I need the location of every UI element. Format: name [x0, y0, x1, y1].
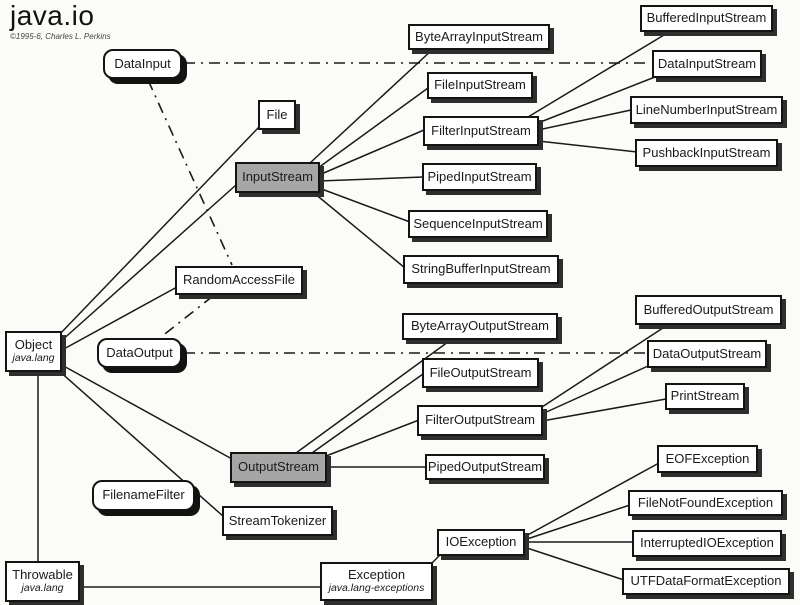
- node-interruptedioexception: InterruptedIOException: [632, 530, 782, 557]
- node-streamtokenizer-label: StreamTokenizer: [228, 512, 327, 528]
- edge-inputstream-piped: [318, 176, 424, 182]
- edge-filteroutput-dataoutputstream: [541, 365, 649, 415]
- node-datainputstream-label: DataInputStream: [657, 55, 757, 71]
- node-utfdataformatexception: UTFDataFormatException: [622, 568, 790, 595]
- edge-object-randomaccessfile: [61, 286, 178, 351]
- node-bytearrayoutputstream-label: ByteArrayOutputStream: [411, 318, 549, 334]
- edge-inputstream-stringbuffer: [313, 192, 406, 269]
- node-dataoutputstream: DataOutputStream: [647, 340, 767, 368]
- node-file-label: File: [266, 106, 288, 122]
- node-stringbufferinputstream-label: StringBufferInputStream: [411, 261, 551, 277]
- node-interruptedioexception-label: InterruptedIOException: [640, 535, 774, 551]
- node-dataoutputstream-label: DataOutputStream: [652, 345, 762, 361]
- node-object-label: Object: [14, 337, 53, 353]
- node-ioexception: IOException: [437, 529, 525, 556]
- node-printstream-label: PrintStream: [670, 388, 740, 404]
- node-pushbackinputstream: PushbackInputStream: [635, 139, 778, 167]
- node-pipedinputstream: PipedInputStream: [422, 163, 537, 191]
- edge-inputstream-file: [317, 87, 429, 169]
- node-eofexception-label: EOFException: [665, 450, 750, 466]
- node-sequenceinputstream: SequenceInputStream: [408, 210, 548, 238]
- node-filterinputstream-label: FilterInputStream: [431, 122, 531, 138]
- node-datainput: DataInput: [103, 49, 182, 79]
- edge-inputstream-filter: [318, 129, 425, 176]
- node-utfdataformatexception-label: UTFDataFormatException: [630, 573, 782, 589]
- edge-filterinput-datainputstream: [537, 76, 656, 124]
- edge-outputstream-fileoutput: [311, 373, 424, 454]
- node-bytearrayinputstream: ByteArrayInputStream: [408, 24, 550, 50]
- node-inputstream-label: InputStream: [242, 169, 313, 185]
- node-throwable: Throwable java.lang: [5, 561, 80, 602]
- node-filenamefilter-label: FilenameFilter: [102, 487, 185, 503]
- node-filenotfoundexception-label: FileNotFoundException: [637, 494, 774, 510]
- node-ioexception-label: IOException: [445, 534, 517, 550]
- node-datainputstream: DataInputStream: [652, 50, 762, 78]
- node-throwable-label: Throwable: [12, 567, 73, 583]
- node-eofexception: EOFException: [657, 445, 758, 473]
- node-fileoutputstream: FileOutputStream: [422, 358, 539, 388]
- node-filenamefilter: FilenameFilter: [92, 480, 195, 511]
- node-dataoutput-label: DataOutput: [106, 344, 173, 360]
- node-exception: Exception java.lang-exceptions: [320, 562, 433, 601]
- node-bytearrayoutputstream: ByteArrayOutputStream: [402, 313, 558, 340]
- edge-ioexception-utf: [523, 546, 625, 581]
- node-filteroutputstream-label: FilterOutputStream: [425, 412, 535, 428]
- node-pipedoutputstream: PipedOutputStream: [425, 454, 545, 480]
- node-inputstream: InputStream: [235, 162, 320, 193]
- page-title: java.io: [10, 0, 95, 31]
- edge-ioexception-filenotfound: [523, 504, 631, 541]
- node-streamtokenizer: StreamTokenizer: [222, 506, 333, 536]
- node-throwable-package: java.lang: [21, 582, 64, 595]
- copyright-text: ©1995-6, Charles L. Perkins: [10, 32, 111, 41]
- node-pushbackinputstream-label: PushbackInputStream: [642, 144, 771, 160]
- node-bufferedinputstream-label: BufferedInputStream: [646, 10, 767, 26]
- node-object: Object java.lang: [5, 331, 62, 372]
- edge-object-file: [57, 126, 260, 337]
- edge-object-streamtokenizer: [57, 369, 225, 518]
- node-exception-package: java.lang-exceptions: [328, 582, 425, 595]
- node-printstream: PrintStream: [665, 383, 745, 410]
- edge-object-inputstream: [59, 184, 237, 343]
- edge-filteroutput-printstream: [541, 398, 667, 422]
- edge-ioexception-eof: [523, 462, 660, 538]
- node-outputstream: OutputStream: [230, 452, 327, 483]
- node-file: File: [258, 100, 296, 130]
- edge-object-outputstream: [59, 363, 233, 460]
- node-fileinputstream: FileInputStream: [427, 72, 533, 99]
- edge-inputstream-sequence: [318, 187, 411, 223]
- node-randomaccessfile-label: RandomAccessFile: [183, 272, 295, 288]
- node-bufferedoutputstream-label: BufferedOutputStream: [643, 301, 774, 317]
- edge-inputstream-bytearray: [309, 48, 434, 164]
- edge-dataoutput-randomaccessfile: [160, 295, 214, 338]
- node-bytearrayinputstream-label: ByteArrayInputStream: [415, 28, 543, 44]
- node-fileinputstream-label: FileInputStream: [434, 77, 526, 93]
- node-outputstream-label: OutputStream: [238, 459, 319, 475]
- node-linenumberinputstream: LineNumberInputStream: [630, 96, 783, 124]
- node-sequenceinputstream-label: SequenceInputStream: [413, 215, 543, 231]
- node-pipedoutputstream-label: PipedOutputStream: [427, 458, 543, 474]
- edge-filterinput-pushback: [537, 140, 638, 153]
- node-bufferedoutputstream: BufferedOutputStream: [635, 295, 782, 325]
- node-bufferedinputstream: BufferedInputStream: [640, 5, 773, 32]
- node-exception-label: Exception: [347, 567, 406, 583]
- node-filterinputstream: FilterInputStream: [423, 116, 539, 146]
- edge-filteroutput-buffered: [541, 323, 670, 408]
- node-pipedinputstream-label: PipedInputStream: [427, 168, 532, 184]
- node-datainput-label: DataInput: [114, 55, 171, 71]
- diagram-header: java.io ©1995-6, Charles L. Perkins: [10, 0, 111, 42]
- node-randomaccessfile: RandomAccessFile: [175, 266, 303, 295]
- node-filenotfoundexception: FileNotFoundException: [628, 490, 783, 516]
- edge-filterinput-buffered: [527, 31, 670, 118]
- node-filteroutputstream: FilterOutputStream: [417, 405, 543, 436]
- node-object-package: java.lang: [12, 352, 55, 365]
- edge-datainput-randomaccessfile: [147, 79, 233, 266]
- edge-filterinput-linenumber: [537, 109, 632, 131]
- edge-outputstream-filteroutput: [325, 419, 420, 457]
- node-linenumberinputstream-label: LineNumberInputStream: [635, 101, 778, 117]
- node-stringbufferinputstream: StringBufferInputStream: [403, 255, 559, 284]
- node-dataoutput: DataOutput: [97, 338, 182, 368]
- node-fileoutputstream-label: FileOutputStream: [429, 364, 532, 380]
